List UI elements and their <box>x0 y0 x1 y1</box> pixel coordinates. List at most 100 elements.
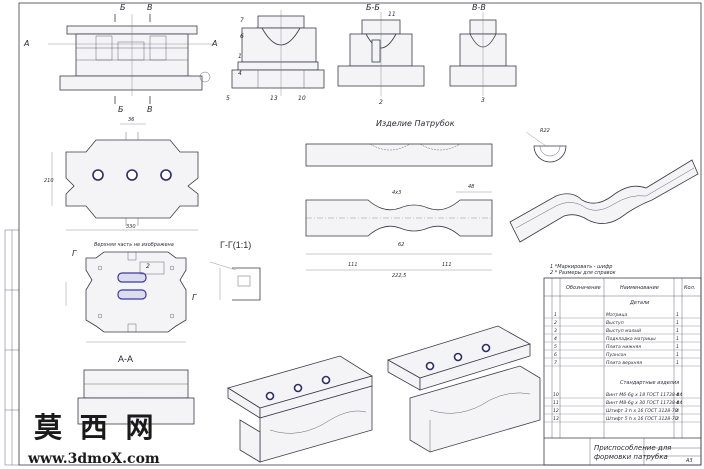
dim-4x3: 4х3 <box>392 190 401 196</box>
bolt-hole <box>126 169 138 181</box>
dim-222-5: 222,5 <box>392 273 406 279</box>
dim-62: 62 <box>398 242 404 248</box>
spec-row-name: Подкладка матрицы <box>606 336 656 342</box>
bolt-hole <box>293 383 303 393</box>
spec-row-name: Плита верхняя <box>606 360 642 366</box>
spec-row-name: Выступ малый <box>606 328 641 334</box>
section-mark-g-left: Г <box>72 249 77 258</box>
section-mark-b-top: Б <box>120 3 126 12</box>
callout-7: 7 <box>240 17 244 24</box>
bolt-hole <box>453 352 463 362</box>
pipe-isometric <box>509 159 699 243</box>
spec-row-pos: 7 <box>554 360 557 366</box>
spec-row-pos: 1 <box>554 312 557 318</box>
die-lower-plan-view <box>65 251 187 343</box>
watermark-cn: 莫 西 网 <box>34 411 158 444</box>
die-plan-view <box>51 123 199 231</box>
callout-13: 13 <box>270 95 278 102</box>
section-mark-b-bottom: Б <box>118 105 124 114</box>
spec-row-pos: 4 <box>554 336 557 342</box>
spec-row-name: Матрица <box>606 312 627 318</box>
callout-11: 11 <box>388 11 396 18</box>
dim-330: 330 <box>126 224 136 230</box>
spec-row-name: Плита нижняя <box>606 344 641 350</box>
callout-6: 6 <box>240 33 244 40</box>
spec-section-details: Детали <box>629 300 650 306</box>
spec-row-pos: 13 <box>553 416 559 422</box>
part-title: Изделие Патрубок <box>376 119 455 128</box>
spec-row-qty: 2 <box>676 416 679 422</box>
spec-row-name: Штифт 5 h х 16 ГОСТ 3128-70 <box>606 416 678 422</box>
front-view-assembly <box>48 14 214 104</box>
spec-row-qty: 1 <box>676 336 679 342</box>
callout-2-plan: 2 <box>146 263 150 270</box>
dim-210: 210 <box>44 178 54 184</box>
spec-row-qty: 4 <box>676 408 679 414</box>
spec-row-pos: 5 <box>554 344 557 350</box>
spec-row-pos: 11 <box>553 400 559 406</box>
section-bb-view <box>337 12 425 96</box>
bolt-hole <box>92 169 104 181</box>
spec-row-pos: 3 <box>554 328 557 334</box>
section-mark-v-bottom: В <box>147 105 153 114</box>
bolt-hole <box>265 391 275 401</box>
pipe-end-section <box>525 131 567 163</box>
spec-row-qty: 1 <box>676 352 679 358</box>
dim-111-right: 111 <box>442 262 452 268</box>
spec-row-pos: 6 <box>554 352 557 358</box>
bolt-hole <box>321 375 331 385</box>
spec-note-1: 1 *Маркировать - шифр <box>550 264 612 270</box>
bolt-hole <box>160 169 172 181</box>
spec-row-qty: 1 <box>676 360 679 366</box>
spec-section-standard: Стандартные изделия <box>620 380 679 386</box>
section-aa-view <box>77 369 195 425</box>
pipe-plan-view <box>305 191 493 271</box>
callout-2: 2 <box>379 99 383 106</box>
bolt-hole <box>481 343 491 353</box>
spec-note-2: 2 * Размеры для справок <box>550 270 616 276</box>
watermark-url: www.3dmoX.com <box>27 451 160 467</box>
dim-r22: R22 <box>540 128 550 134</box>
section-mark-g-right: Г <box>192 293 197 302</box>
isometric-assembly-right <box>386 325 541 453</box>
side-section-view <box>231 10 325 96</box>
callout-5: 5 <box>226 95 230 102</box>
sheet-format: А3 <box>685 458 693 464</box>
spec-header-qty: Кол. <box>684 285 695 291</box>
section-bb-label: Б-Б <box>366 3 380 12</box>
callout-4: 4 <box>238 70 242 77</box>
callout-3: 3 <box>481 97 485 104</box>
spec-header-designation: Обозначение <box>566 285 601 291</box>
spec-row-qty: 4 <box>676 392 679 398</box>
section-mark-a-right: А <box>211 39 217 48</box>
spec-row-name: Винт М8-6g х 30 ГОСТ 11738-84 <box>606 400 682 406</box>
bolt-hole <box>425 361 435 371</box>
spec-row-name: Штифт 3 h х 16 ГОСТ 3128-70 <box>606 408 678 414</box>
section-gg-detail <box>209 261 261 301</box>
spec-row-name: Выступ <box>606 320 624 326</box>
spec-row-qty: 1 <box>676 312 679 318</box>
title-name-line1: Приспособление для <box>594 444 671 452</box>
spec-row-pos: 10 <box>553 392 559 398</box>
dim-111-left: 111 <box>348 262 358 268</box>
section-mark-a-left: А <box>23 39 29 48</box>
spec-header-name: Наименование <box>620 285 659 291</box>
spec-row-pos: 12 <box>553 408 559 414</box>
dim-36: 36 <box>128 117 134 123</box>
spec-row-qty: 1 <box>676 320 679 326</box>
spec-row-name: Винт М6-6g х 18 ГОСТ 11738-84 <box>606 392 682 398</box>
title-name-line2: формовки патрубка <box>594 453 668 461</box>
spec-row-qty: 1 <box>676 344 679 350</box>
section-vv-label: В-В <box>472 3 486 12</box>
callout-10: 10 <box>298 95 306 102</box>
dim-48: 48 <box>468 184 474 190</box>
section-mark-v-top: В <box>147 3 153 12</box>
isometric-assembly-left <box>227 355 373 463</box>
spec-row-name: Пуансон <box>606 352 626 358</box>
note-upper-part-hidden: Верхняя часть не изображена <box>94 242 174 248</box>
spec-row-qty: 1 <box>676 328 679 334</box>
callout-1: 1 <box>238 53 242 60</box>
section-aa-label: А-А <box>118 354 133 364</box>
